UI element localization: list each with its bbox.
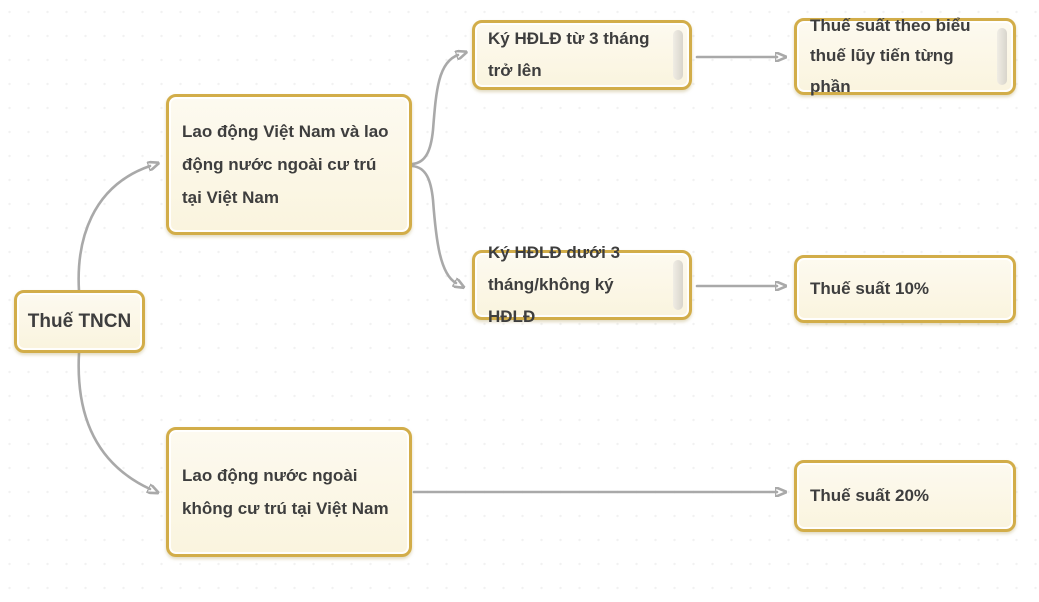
node-nonresident-workers[interactable]: Lao động nước ngoài không cư trú tại Việ… (166, 427, 412, 557)
connector-resident-contract3m (410, 55, 458, 166)
node-label: Lao động nước ngoài không cư trú tại Việ… (182, 465, 389, 518)
connector-root-nonresident (77, 351, 150, 489)
node-progressive-tax-rate[interactable]: Thuế suất theo biểu thuế lũy tiến từng p… (794, 16, 1016, 96)
connector-root-resident (77, 166, 150, 293)
node-label: Ký HĐLĐ từ 3 tháng trở lên (488, 28, 650, 80)
inner-shadow-strip (997, 28, 1007, 85)
node-contract-3-months-or-more[interactable]: Ký HĐLĐ từ 3 tháng trở lên (472, 20, 692, 90)
node-label: Thuế suất 10% (810, 279, 930, 299)
node-contract-under-3-months[interactable]: Ký HĐLĐ dưới 3 tháng/không ký HĐLĐ (472, 243, 692, 326)
node-label: Thuế TNCN (27, 310, 132, 332)
inner-shadow-strip (673, 260, 683, 310)
connector-resident-under3m (410, 164, 456, 283)
node-label: Thuế suất 20% (810, 486, 930, 506)
node-tax-rate-20[interactable]: Thuế suất 20% (794, 460, 1016, 532)
inner-shadow-strip (673, 30, 683, 80)
node-label: Thuế suất theo biểu thuế lũy tiến từng p… (810, 15, 971, 96)
node-label: Ký HĐLĐ dưới 3 tháng/không ký HĐLĐ (488, 242, 621, 327)
node-tax-rate-10[interactable]: Thuế suất 10% (794, 255, 1016, 323)
node-thue-tncn[interactable]: Thuế TNCN (14, 290, 145, 353)
node-label: Lao động Việt Nam và lao động nước ngoài… (182, 121, 389, 208)
node-resident-workers[interactable]: Lao động Việt Nam và lao động nước ngoài… (166, 94, 412, 235)
